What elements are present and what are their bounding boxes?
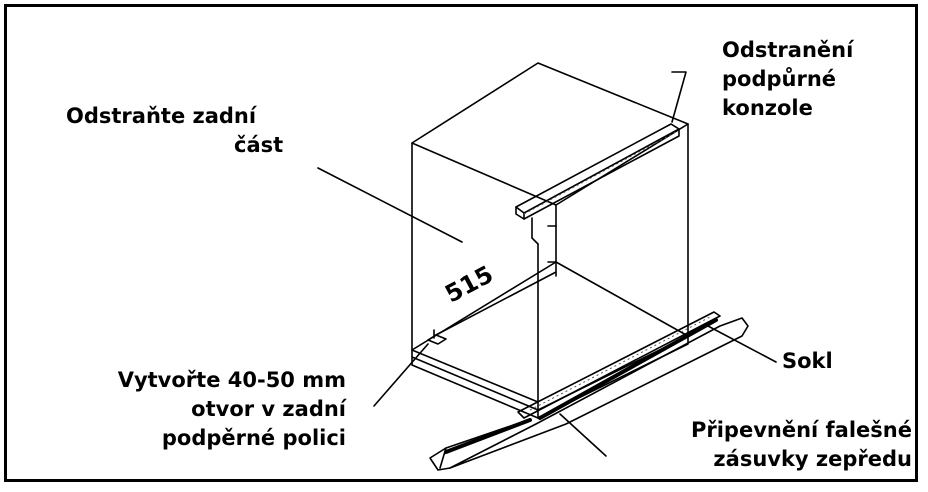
label-plinth: Sokl — [782, 347, 833, 376]
label-remove-bracket: Odstranění podpůrné konzole — [722, 36, 853, 123]
label-remove-bracket-line2: podpůrné — [722, 67, 837, 91]
support-bracket — [515, 123, 680, 214]
label-hole-line2: otvor v zadní — [191, 397, 346, 421]
label-plinth-line1: Sokl — [782, 349, 833, 373]
label-hole-line3: podpěrné polici — [161, 426, 346, 450]
label-hole-line1: Vytvořte 40-50 mm — [117, 368, 346, 392]
label-remove-back-line1: Odstraňte zadní — [66, 104, 257, 128]
label-remove-back: Odstraňte zadní část — [66, 102, 283, 160]
front-rail — [517, 311, 721, 419]
leader-remove-back — [317, 167, 463, 243]
leader-front-fix — [559, 413, 607, 457]
cabinet-inner-corner — [555, 225, 689, 337]
dimension-line — [433, 261, 557, 339]
label-remove-bracket-line1: Odstranění — [722, 38, 854, 62]
cabinet-front-edge — [537, 204, 557, 403]
leader-remove-bracket — [671, 71, 687, 123]
label-remove-bracket-line3: konzole — [722, 96, 813, 120]
label-front-fix-line2: zásuvky zepředu — [713, 447, 912, 471]
plinth-rod — [444, 318, 718, 454]
cabinet-top-panel — [411, 62, 689, 206]
label-hole: Vytvořte 40-50 mm otvor v zadní podpěrné… — [118, 366, 346, 453]
label-front-fix-line1: Připevnění falešné — [690, 418, 912, 442]
diagram-frame — [4, 4, 918, 482]
leader-plinth — [707, 325, 777, 363]
cabinet-bottom-shelf — [411, 335, 689, 419]
label-remove-back-line2: část — [234, 133, 284, 157]
label-front-fix: Připevnění falešné zásuvky zepředu — [691, 416, 912, 474]
leader-hole — [373, 343, 429, 407]
